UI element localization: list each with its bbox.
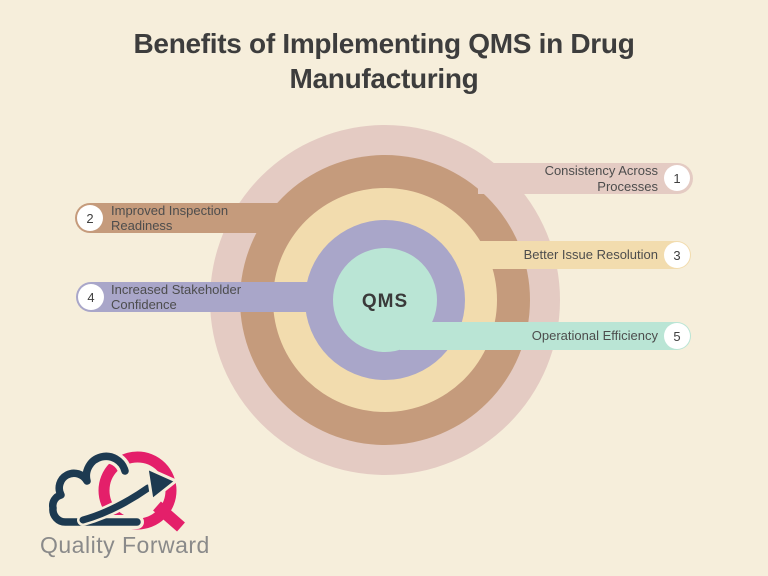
benefit-label-5: Operational Efficiency <box>531 328 658 344</box>
benefit-number-4-text: 4 <box>87 289 95 305</box>
benefit-number-5-text: 5 <box>673 328 681 344</box>
arrow-shaft-icon <box>79 484 152 524</box>
benefit-label-2: Improved Inspection Readiness <box>111 202 229 233</box>
page-title: Benefits of Implementing QMS in Drug Man… <box>133 28 635 94</box>
benefit-number-2-text: 2 <box>86 210 94 226</box>
q-tail-icon <box>153 501 185 532</box>
benefit-number-4: 4 <box>78 284 104 310</box>
benefit-bar-2 <box>75 203 282 233</box>
benefit-label-4: Increased Stakeholder Confidence <box>111 281 242 312</box>
cloud-icon <box>49 452 141 526</box>
logo-text: Quality Forward <box>40 532 210 558</box>
benefit-number-1-text: 1 <box>673 170 681 186</box>
benefit-label-1: Consistency Across Processes <box>544 163 658 194</box>
benefit-number-3-text: 3 <box>673 247 681 263</box>
benefit-bar-4 <box>76 282 315 312</box>
benefit-bar-5 <box>400 322 691 350</box>
benefit-label-3: Better Issue Resolution <box>523 247 658 263</box>
arrow-head-icon <box>145 465 179 503</box>
benefit-bar-1 <box>478 163 693 194</box>
benefit-number-5: 5 <box>664 323 690 349</box>
qms-center-label: QMS <box>361 291 409 312</box>
benefit-number-1: 1 <box>664 165 690 191</box>
quality-forward-logo-icon <box>45 449 185 532</box>
benefit-bar-3 <box>460 241 691 269</box>
benefit-number-3: 3 <box>664 242 690 268</box>
benefit-number-2: 2 <box>77 205 103 231</box>
